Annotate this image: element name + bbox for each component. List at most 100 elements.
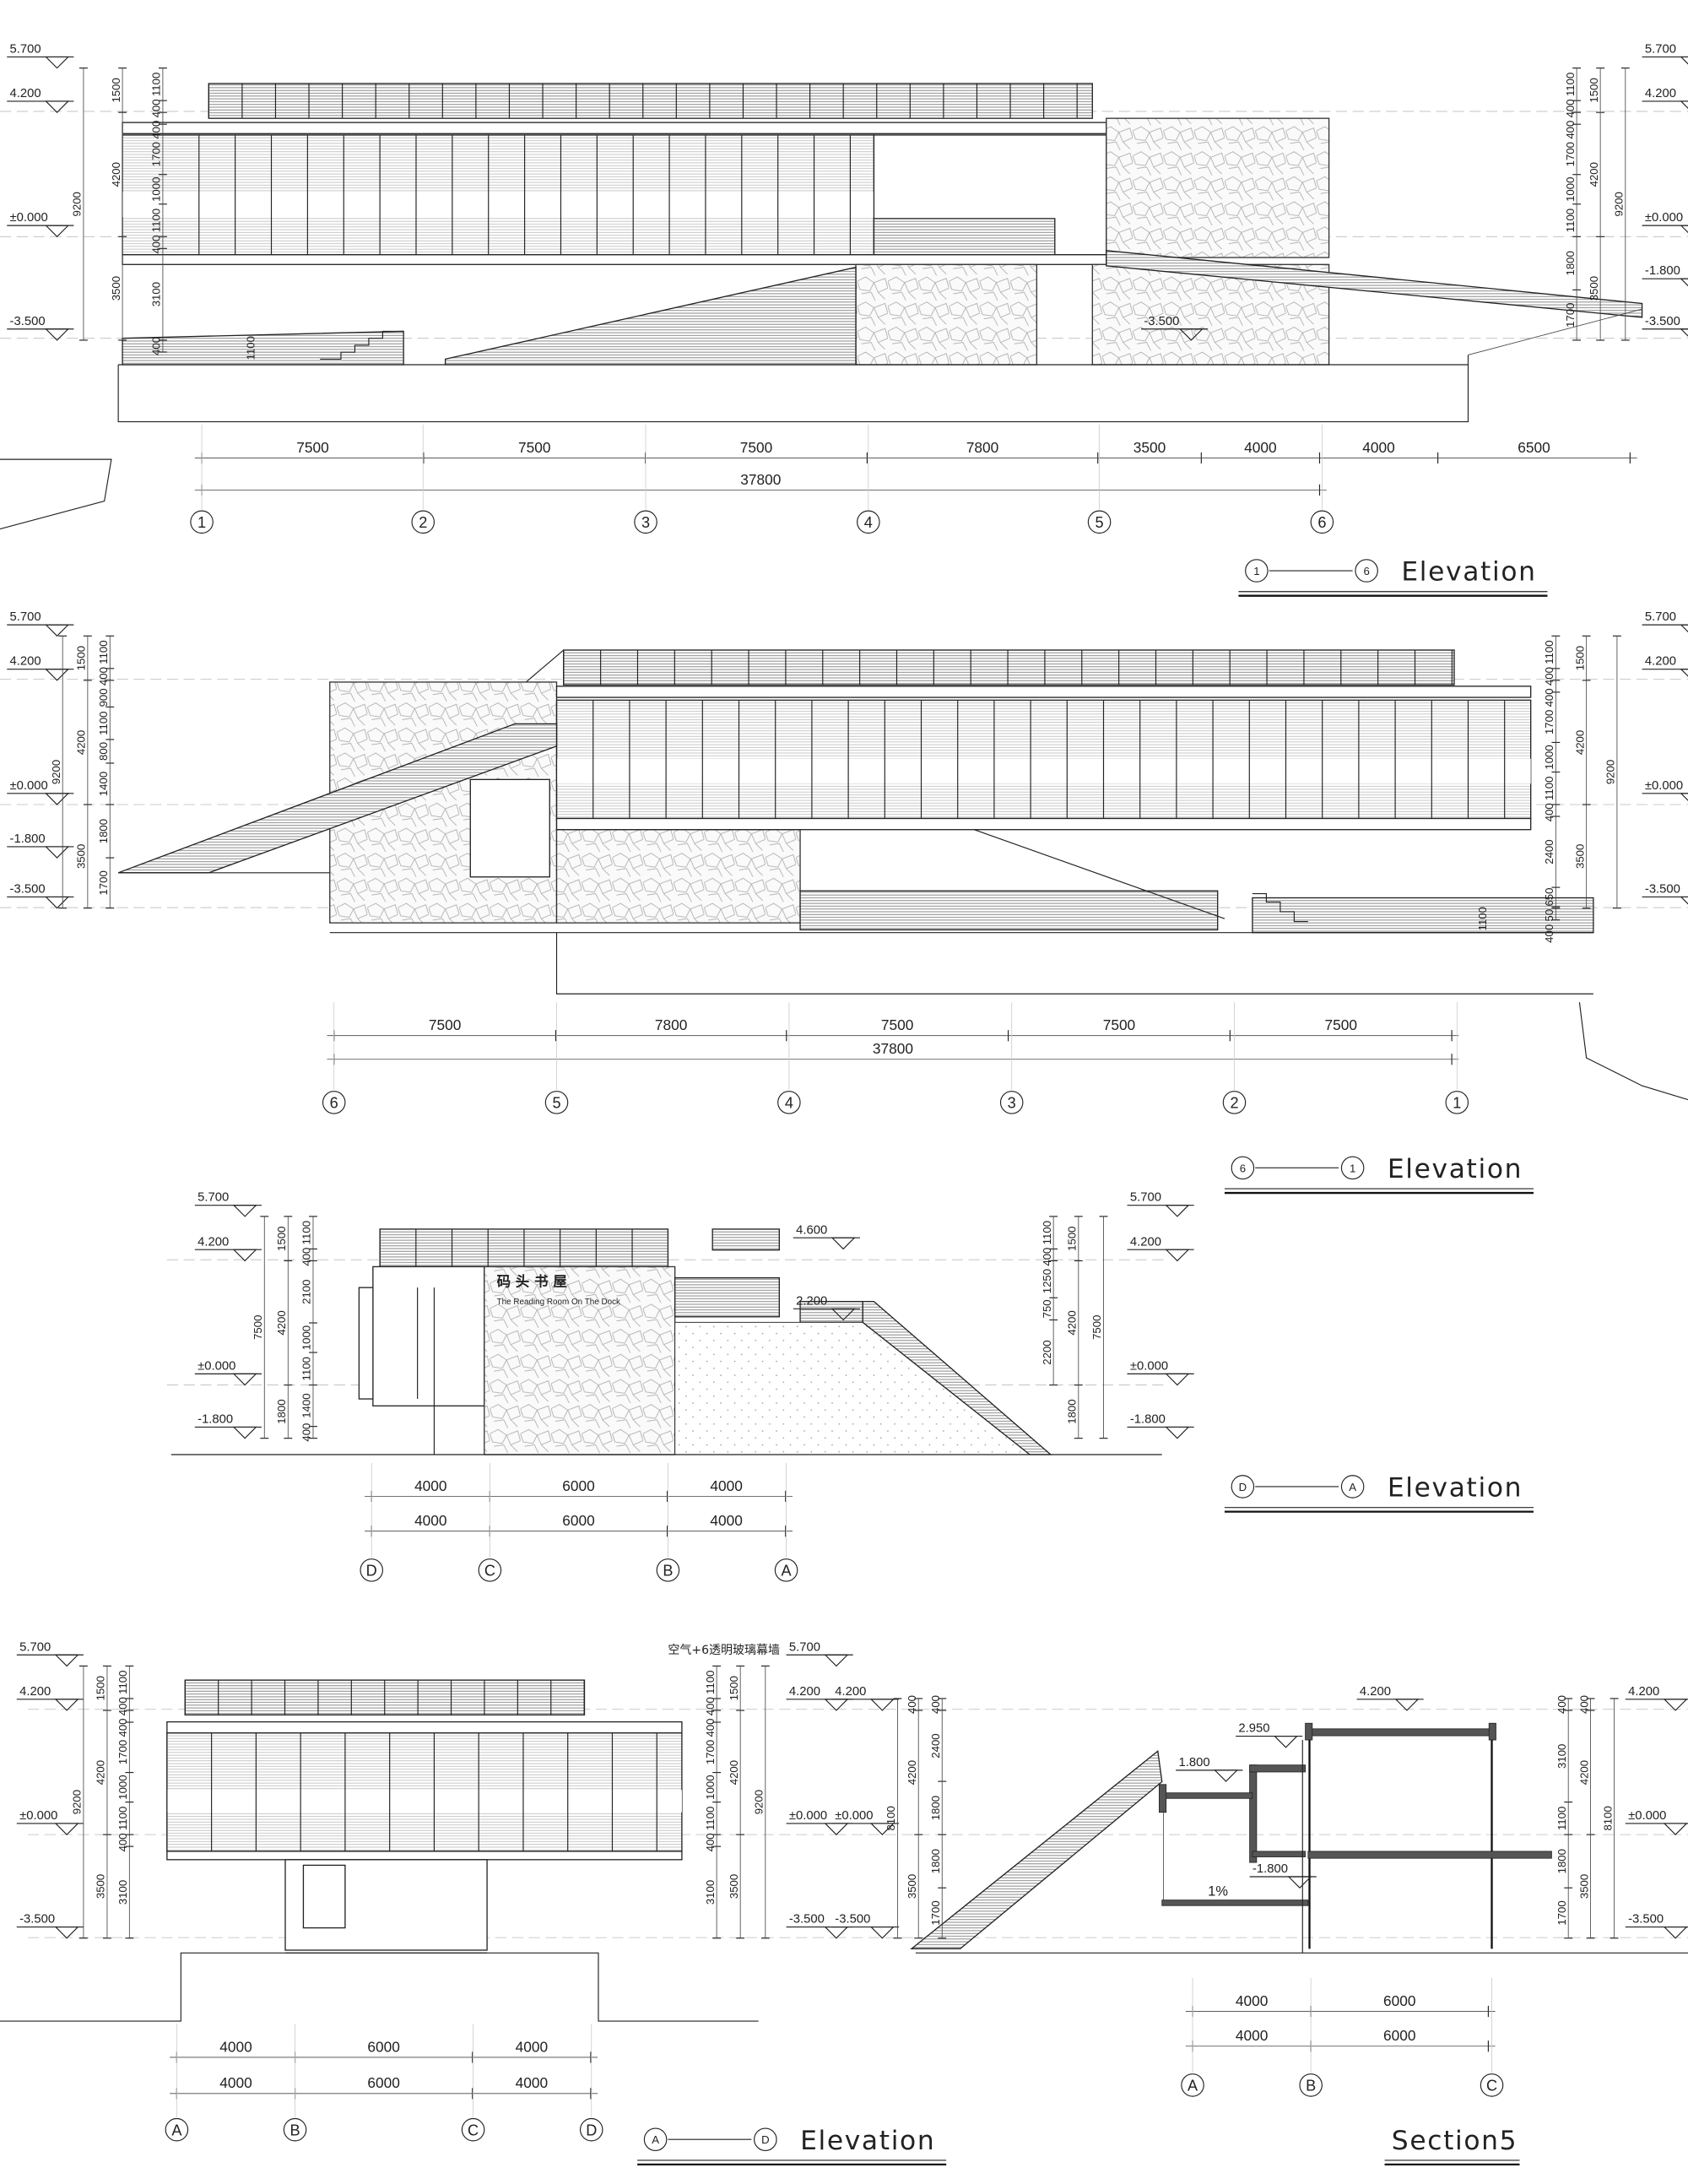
vertical-dimension: 400 <box>704 1697 717 1715</box>
horizontal-dimension: 7500 <box>518 439 550 456</box>
level-marker: 5.700 <box>10 42 41 56</box>
axis-label: 6 <box>1317 514 1326 531</box>
axis-label: B <box>1306 2078 1316 2095</box>
axis-label: C <box>484 1562 495 1579</box>
vertical-dimension: 1000 <box>704 1775 717 1799</box>
glass-curtain-wall-annotation: 空气+6透明玻璃幕墙 <box>668 1643 780 1657</box>
level-triangle-icon <box>1165 1205 1190 1217</box>
vertical-dimension: 2400 <box>1543 839 1555 864</box>
level-marker: 5.700 <box>789 1640 820 1654</box>
level-triangle-icon <box>1663 1926 1688 1939</box>
level-marker: -3.500 <box>10 315 46 328</box>
vertical-dimension: 400 <box>116 1833 129 1851</box>
level-triangle-icon <box>232 1205 257 1217</box>
horizontal-dimension: 7500 <box>1324 1016 1356 1033</box>
title-bubble <box>1340 1475 1365 1498</box>
axis-label: B <box>289 2122 300 2138</box>
level-marker: 4.200 <box>1645 655 1676 669</box>
axis-bubble <box>656 1558 680 1582</box>
level-marker: -1.800 <box>1645 264 1680 278</box>
level-triangle-icon <box>830 1237 856 1250</box>
level-triangle-icon <box>1680 225 1688 234</box>
level-triangle-icon <box>232 1426 257 1439</box>
vertical-dimension: 4200 <box>110 162 122 187</box>
horizontal-dimension: 7500 <box>881 1016 913 1033</box>
axis-bubble <box>360 1558 383 1582</box>
level-marker: 4.200 <box>789 1685 820 1699</box>
level-marker: 2.200 <box>796 1294 827 1308</box>
level-marker: ±0.000 <box>1645 779 1683 793</box>
vertical-dimension: 4200 <box>728 1760 740 1785</box>
horizontal-dimension: 4000 <box>710 1477 742 1494</box>
horizontal-dimension: 4000 <box>710 1512 742 1529</box>
horizontal-dimension: 6000 <box>1383 1992 1415 2009</box>
vertical-dimension: 1100 <box>300 1221 313 1244</box>
floor-slab <box>122 254 1107 265</box>
horizontal-dimension: 6000 <box>367 2074 399 2091</box>
vertical-dimension: 8100 <box>885 1806 897 1830</box>
square-window <box>469 778 550 878</box>
vertical-dimension: 4200 <box>1577 1760 1590 1785</box>
axis-bubble <box>1480 2073 1504 2097</box>
vertical-dimension: 400 <box>704 1833 717 1851</box>
vertical-dimension: 3500 <box>75 844 88 869</box>
vertical-dimension: 1100 <box>1564 73 1577 96</box>
horizontal-dimension: 4000 <box>1244 439 1276 456</box>
level-triangle-icon <box>824 1654 849 1667</box>
horizontal-dimension: 6000 <box>562 1512 594 1529</box>
title-bubble <box>643 2127 668 2151</box>
vertical-dimension: 1000 <box>150 177 163 202</box>
vertical-dimension: 2100 <box>300 1280 313 1304</box>
dimension-note: 1100 <box>1476 907 1489 930</box>
vertical-dimension: 1000 <box>1564 177 1577 202</box>
drawing-title: Elevation <box>1401 557 1536 588</box>
vertical-dimension: 1700 <box>1543 710 1555 734</box>
level-marker: 4.200 <box>197 1235 229 1249</box>
horizontal-dimension: 6500 <box>1518 439 1550 456</box>
axis-bubble <box>1181 2073 1204 2097</box>
level-triangle-icon <box>1165 1373 1190 1386</box>
level-triangle-icon <box>45 100 70 113</box>
vertical-dimension: 1100 <box>1555 1807 1568 1830</box>
axis-label: D <box>586 2122 597 2138</box>
vertical-dimension: 400 <box>300 1423 313 1442</box>
level-triangle-icon <box>45 896 70 909</box>
level-triangle-icon <box>54 1699 79 1711</box>
section-5-drawing <box>835 1709 1688 1954</box>
vertical-dimension: 1000 <box>1543 745 1555 769</box>
roof-parapet <box>563 649 1455 686</box>
annotations-layer: 5.700 4.200 ±0.000 -3.500 5.700 4.200 ±0.000 -1… <box>7 42 1688 2166</box>
vertical-dimension: 400 <box>150 236 163 254</box>
level-marker: 4.200 <box>10 87 41 100</box>
level-marker: ±0.000 <box>789 1809 827 1823</box>
vertical-dimension: 900 <box>97 688 110 707</box>
vertical-dimension: 9200 <box>1604 760 1617 784</box>
title-bubble <box>754 2127 777 2151</box>
vertical-dimension: 2200 <box>1041 1340 1053 1364</box>
stone-wall <box>1106 117 1330 258</box>
axis-bubble <box>634 510 657 534</box>
vertical-dimension: 1700 <box>116 1740 129 1764</box>
title-bubble <box>1355 559 1378 583</box>
level-triangle-icon <box>45 793 70 805</box>
horizontal-dimension: 7800 <box>655 1016 687 1033</box>
vertical-dimension: 1000 <box>300 1325 313 1350</box>
level-triangle-icon <box>1680 669 1688 677</box>
vertical-dimension: 9200 <box>71 192 84 216</box>
level-marker: 4.200 <box>835 1685 866 1699</box>
ramp <box>910 1749 1163 1949</box>
vertical-dimension: 4200 <box>1588 162 1600 187</box>
vertical-dimension: 1100 <box>1041 1221 1053 1244</box>
vertical-dimension: 1000 <box>116 1775 129 1799</box>
roof-slab <box>1307 1728 1492 1737</box>
axis-label: 2 <box>419 514 427 531</box>
level-marker: 1.800 <box>1179 1756 1210 1769</box>
vertical-dimension: 400 <box>1041 1248 1053 1266</box>
horizontal-dimension: 6000 <box>1383 2027 1415 2044</box>
vertical-dimension: 750 <box>1041 1299 1053 1318</box>
vertical-dimension: 1700 <box>929 1900 942 1925</box>
level-triangle-icon <box>1680 624 1688 633</box>
level-triangle-icon <box>1680 278 1688 287</box>
level-marker: 4.200 <box>1130 1235 1161 1249</box>
level-triangle-icon <box>1680 328 1688 337</box>
